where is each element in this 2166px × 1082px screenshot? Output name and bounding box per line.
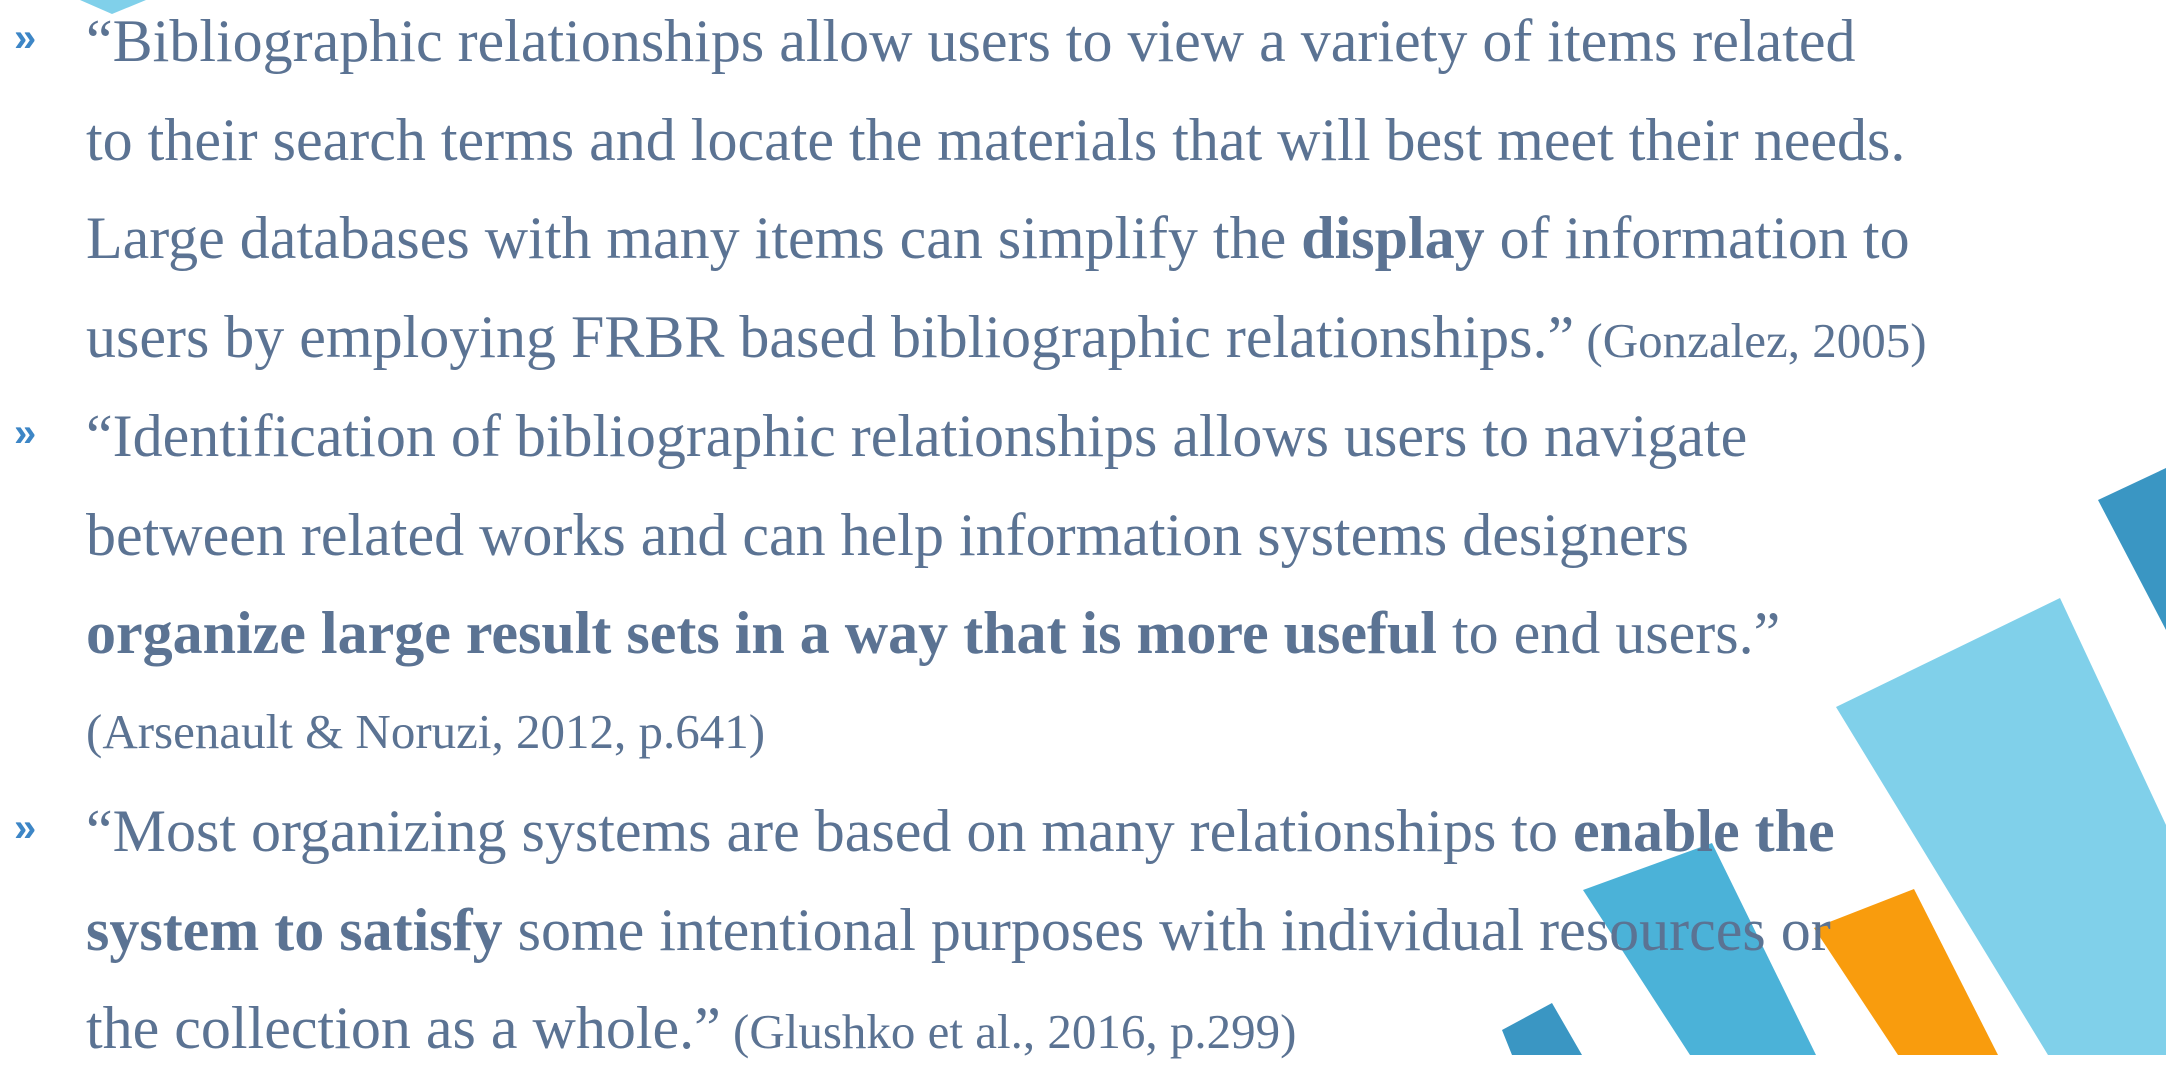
text-fragment: Large databases with many items can simp… [86, 205, 1302, 271]
text-fragment: some intentional purposes with individua… [502, 896, 1831, 963]
corner-accent-shape [80, 0, 146, 14]
bullet-marker: » [14, 16, 37, 60]
dark-blue-stripe-bottom [1502, 1003, 1582, 1055]
text-line: “Most organizing systems are based on ma… [86, 782, 2166, 881]
dark-blue-stripe-right [2098, 468, 2166, 630]
text-fragment: to end users.” [1436, 600, 1781, 666]
quote-text: “Identification of bibliographic relatio… [86, 387, 2166, 781]
bullet-marker: » [14, 806, 37, 850]
text-line: between related works and can help infor… [86, 501, 1689, 568]
text-line: “Bibliographic relationships allow users… [86, 8, 1856, 74]
text-fragment: of information to [1484, 205, 1910, 271]
decorative-stripes [80, 0, 2166, 1055]
orange-stripe [1814, 889, 1998, 1055]
quote-text: “Most organizing systems are based on ma… [86, 782, 2166, 1082]
text-line: users by employing FRBR based bibliograp… [86, 288, 2166, 391]
text-line: to their search terms and locate the mat… [86, 106, 1906, 173]
text-fragment: “Most organizing systems are based on ma… [86, 798, 1573, 864]
text-fragment: the collection as a whole.” [86, 995, 721, 1061]
text-line: the collection as a whole.” (Glushko et … [86, 979, 2166, 1082]
slide-body: » “Bibliographic relationships allow use… [14, 0, 2166, 1061]
emphasis-text: display [1301, 205, 1485, 271]
text-fragment: users by employing FRBR based bibliograp… [86, 303, 1575, 370]
citation: (Gonzalez, 2005) [1574, 312, 1927, 368]
citation: (Arsenault & Noruzi, 2012, p.641) [86, 703, 766, 759]
emphasis-text: enable the [1572, 798, 1835, 864]
emphasis-text: system to satisfy [86, 896, 503, 963]
light-blue-stripe [1836, 598, 2166, 1055]
text-line: system to satisfy some intentional purpo… [86, 881, 2166, 980]
text-line: “Identification of bibliographic relatio… [86, 403, 1748, 469]
emphasis-text: organize large result sets in a way that… [86, 600, 1437, 666]
text-line: Large databases with many items can simp… [86, 189, 2166, 288]
mid-blue-stripe [1583, 843, 1816, 1055]
text-line: organize large result sets in a way that… [86, 584, 2166, 683]
citation: (Glushko et al., 2016, p.299) [720, 1004, 1297, 1059]
bullet-marker: » [14, 411, 37, 455]
quote-text: “Bibliographic relationships allow users… [86, 0, 2166, 390]
